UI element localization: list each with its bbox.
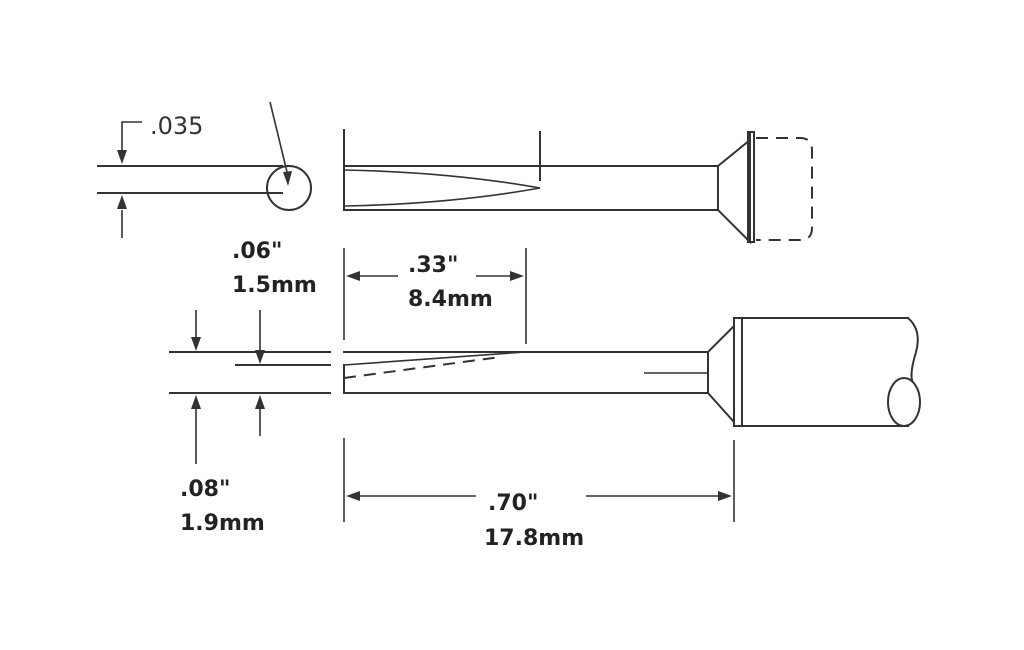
radius-leader-line: [269, 101, 289, 177]
overall-arrow-right: [718, 491, 732, 501]
width-dimension: .06" 1.5mm: [191, 239, 317, 364]
body-break-top: [906, 316, 919, 382]
taper-length-in-label: .33": [408, 253, 458, 278]
thickness-arrow-a: [191, 395, 201, 409]
bevel-line: [343, 351, 526, 366]
chisel-taper: [343, 169, 541, 207]
bottom-side-view: [169, 316, 921, 427]
overall-mm-label: 17.8mm: [484, 526, 584, 551]
tip-end-circle: [266, 165, 312, 211]
taper-arrow-left: [346, 271, 360, 281]
tip-diameter-label: .035: [150, 112, 203, 140]
width-mm-label: 1.5mm: [232, 273, 317, 298]
thickness-dimension: .08" 1.9mm: [180, 395, 265, 536]
thickness-arrow-b: [255, 395, 265, 409]
width-arrow-b: [255, 350, 265, 364]
overall-length-dimension: .70" 17.8mm: [343, 438, 735, 551]
body-break-ellipse: [887, 377, 921, 427]
overall-arrow-left: [346, 491, 360, 501]
bevel-hidden-line: [343, 356, 501, 379]
thickness-in-label: .08": [180, 477, 230, 502]
taper-length-dimension: .33" 8.4mm: [343, 248, 527, 344]
diameter-leader-top: [121, 121, 142, 150]
hidden-body-outline: [756, 137, 813, 241]
body-flange: [733, 317, 743, 427]
top-view-flange-ring: [747, 131, 755, 243]
taper-arrow-right: [510, 271, 524, 281]
overall-in-label: .70": [488, 491, 538, 516]
top-side-view: [343, 129, 813, 245]
width-arrow-a: [191, 337, 201, 351]
width-in-label: .06": [232, 239, 282, 264]
taper-length-mm-label: 8.4mm: [408, 287, 493, 312]
diameter-arrow-bottom: [117, 195, 127, 209]
shaft-cone: [706, 323, 735, 425]
thickness-mm-label: 1.9mm: [180, 511, 265, 536]
radius-arrowhead: [283, 171, 292, 186]
end-view: .035: [97, 101, 312, 238]
diameter-arrow-top: [117, 150, 127, 164]
top-view-cone: [716, 137, 751, 245]
